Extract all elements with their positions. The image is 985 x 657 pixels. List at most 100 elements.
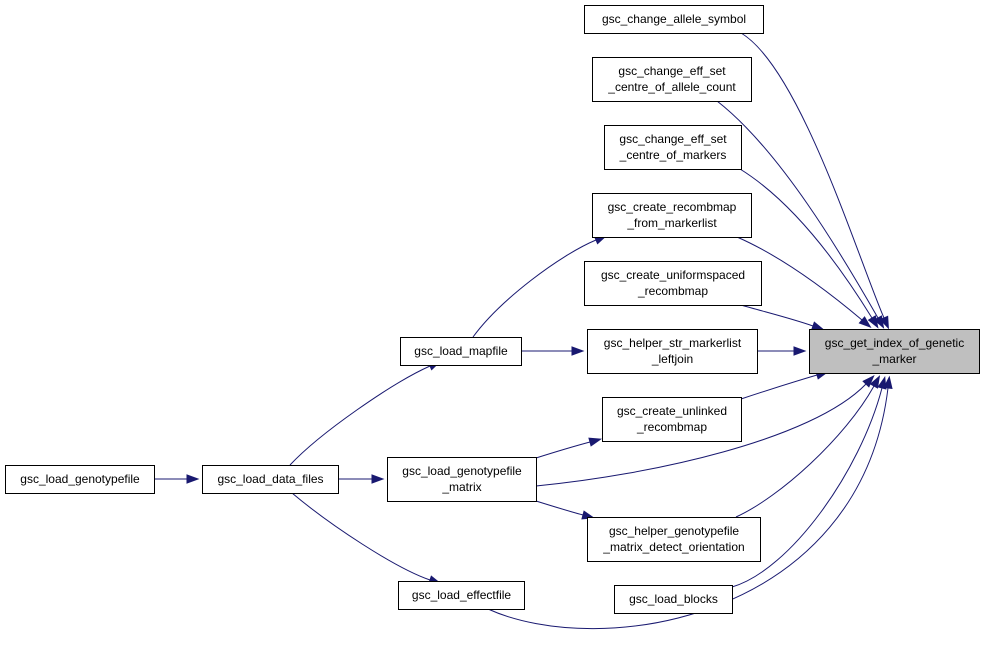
node-load-genotypefile-matrix[interactable]: gsc_load_genotypefile _matrix — [387, 457, 537, 502]
node-label-line: gsc_load_data_files — [217, 472, 323, 486]
arrowhead-icon — [571, 346, 585, 356]
edge-line — [740, 32, 885, 319]
node-label-line: _recombmap — [636, 420, 707, 434]
node-box — [584, 261, 762, 306]
edge-load_mapfile-to-str_markerlist — [521, 346, 585, 356]
edge-change_allele-to-get_index — [740, 32, 889, 330]
node-unlinked[interactable]: gsc_create_unlinked _recombmap — [602, 397, 742, 442]
edge-eff_set_allele-to-get_index — [716, 100, 885, 329]
node-box — [587, 517, 761, 562]
arrowhead-icon — [858, 316, 872, 329]
edge-load_genotypefile_matrix-to-get_index — [535, 375, 875, 487]
edge-line — [291, 492, 431, 581]
arrowhead-icon — [869, 375, 881, 389]
edge-unlinked-to-get_index — [740, 370, 829, 400]
edge-line — [739, 168, 873, 319]
edge-line — [740, 304, 814, 327]
arrowhead-icon — [186, 474, 200, 484]
node-box — [809, 329, 980, 374]
arrowhead-icon — [588, 437, 603, 447]
edge-line — [731, 387, 883, 588]
edge-recomb_markerlist-to-get_index — [736, 236, 872, 329]
node-eff-set-allele[interactable]: gsc_change_eff_set _centre_of_allele_coun… — [592, 57, 752, 102]
node-box — [614, 585, 733, 614]
node-label-line: gsc_create_recombmap — [608, 200, 737, 214]
arrowhead-icon — [793, 346, 807, 356]
node-box — [398, 581, 525, 610]
node-label-line: gsc_change_allele_symbol — [602, 12, 746, 26]
node-label-line: gsc_helper_genotypefile — [609, 524, 739, 538]
node-label-line: gsc_change_eff_set — [619, 132, 727, 146]
node-box — [592, 193, 752, 238]
edge-line — [535, 383, 867, 487]
node-label-line: gsc_load_genotypefile — [20, 472, 140, 486]
edge-load_data_files-to-load_mapfile — [289, 360, 442, 466]
node-label-line: gsc_load_blocks — [629, 592, 718, 606]
node-box — [400, 337, 522, 366]
node-box — [602, 397, 742, 442]
node-box — [387, 457, 537, 502]
node-eff-set-markers[interactable]: gsc_change_eff_set _centre_of_markers — [604, 125, 742, 170]
edge-line — [740, 374, 818, 400]
node-load-data-files[interactable]: gsc_load_data_files — [202, 465, 339, 494]
node-recomb-markerlist[interactable]: gsc_create_recombmap _from_markerlist — [592, 193, 752, 238]
edge-load_blocks-to-get_index — [731, 375, 887, 588]
node-str-markerlist[interactable]: gsc_helper_str_markerlist _leftjoin — [587, 329, 758, 374]
node-label-line: gsc_load_effectfile — [412, 588, 512, 602]
node-box — [604, 125, 742, 170]
node-label-line: _matrix — [441, 480, 481, 494]
node-load-genotypefile[interactable]: gsc_load_genotypefile — [5, 465, 155, 494]
edge-load_data_files-to-load_genotypefile_matrix — [338, 474, 385, 484]
edge-str_markerlist-to-get_index — [757, 346, 807, 356]
node-label-line: gsc_helper_str_markerlist — [604, 336, 742, 350]
node-load-mapfile[interactable]: gsc_load_mapfile — [400, 337, 522, 366]
edge-load_genotypefile_matrix-to-genotype_orient — [535, 500, 596, 520]
node-get-index: gsc_get_index_of_genetic _marker — [809, 329, 980, 374]
edge-line — [735, 385, 875, 518]
arrowhead-icon — [862, 375, 875, 388]
node-label-line: gsc_load_mapfile — [414, 344, 508, 358]
edge-eff_set_markers-to-get_index — [739, 168, 879, 329]
node-box — [202, 465, 339, 494]
edge-line — [736, 236, 863, 321]
arrowhead-icon — [810, 321, 825, 331]
node-label-line: _centre_of_allele_count — [607, 80, 736, 94]
node-uniformspaced[interactable]: gsc_create_uniformspaced _recombmap — [584, 261, 762, 306]
node-box — [592, 57, 752, 102]
node-label-line: _leftjoin — [651, 352, 693, 366]
arrowhead-icon — [867, 315, 879, 329]
edge-load_genotypefile_matrix-to-unlinked — [535, 437, 603, 459]
node-label-line: gsc_load_genotypefile — [402, 464, 522, 478]
node-box — [584, 5, 764, 34]
node-label-line: gsc_get_index_of_genetic — [825, 336, 964, 350]
edge-uniformspaced-to-get_index — [740, 304, 825, 331]
node-label-line: _centre_of_markers — [619, 148, 727, 162]
arrowhead-icon — [371, 474, 385, 484]
node-load-effectfile[interactable]: gsc_load_effectfile — [398, 581, 525, 610]
edge-line — [535, 441, 591, 459]
node-label-line: _marker — [871, 352, 916, 366]
node-box — [5, 465, 155, 494]
node-load-blocks[interactable]: gsc_load_blocks — [614, 585, 733, 614]
node-label-line: gsc_create_unlinked — [617, 404, 727, 418]
node-box — [587, 329, 758, 374]
arrowhead-icon — [883, 375, 893, 390]
node-label-line: _recombmap — [637, 284, 708, 298]
edge-line — [472, 239, 597, 338]
edge-line — [289, 365, 431, 466]
edge-line — [716, 100, 879, 319]
node-label-line: _matrix_detect_orientation — [602, 540, 744, 554]
node-genotype-orient[interactable]: gsc_helper_genotypefile _matrix_detect_or… — [587, 517, 761, 562]
node-change-allele[interactable]: gsc_change_allele_symbol — [584, 5, 764, 34]
node-label-line: gsc_create_uniformspaced — [601, 268, 745, 282]
edge-load_data_files-to-load_effectfile — [291, 492, 442, 585]
edge-line — [535, 500, 584, 516]
arrowhead-icon — [877, 375, 887, 390]
edge-load_genotypefile-to-load_data_files — [154, 474, 200, 484]
node-label-line: _from_markerlist — [626, 216, 717, 230]
arrowhead-icon — [873, 315, 885, 329]
edge-genotype_orient-to-get_index — [735, 375, 881, 518]
node-label-line: gsc_change_eff_set — [618, 64, 726, 78]
